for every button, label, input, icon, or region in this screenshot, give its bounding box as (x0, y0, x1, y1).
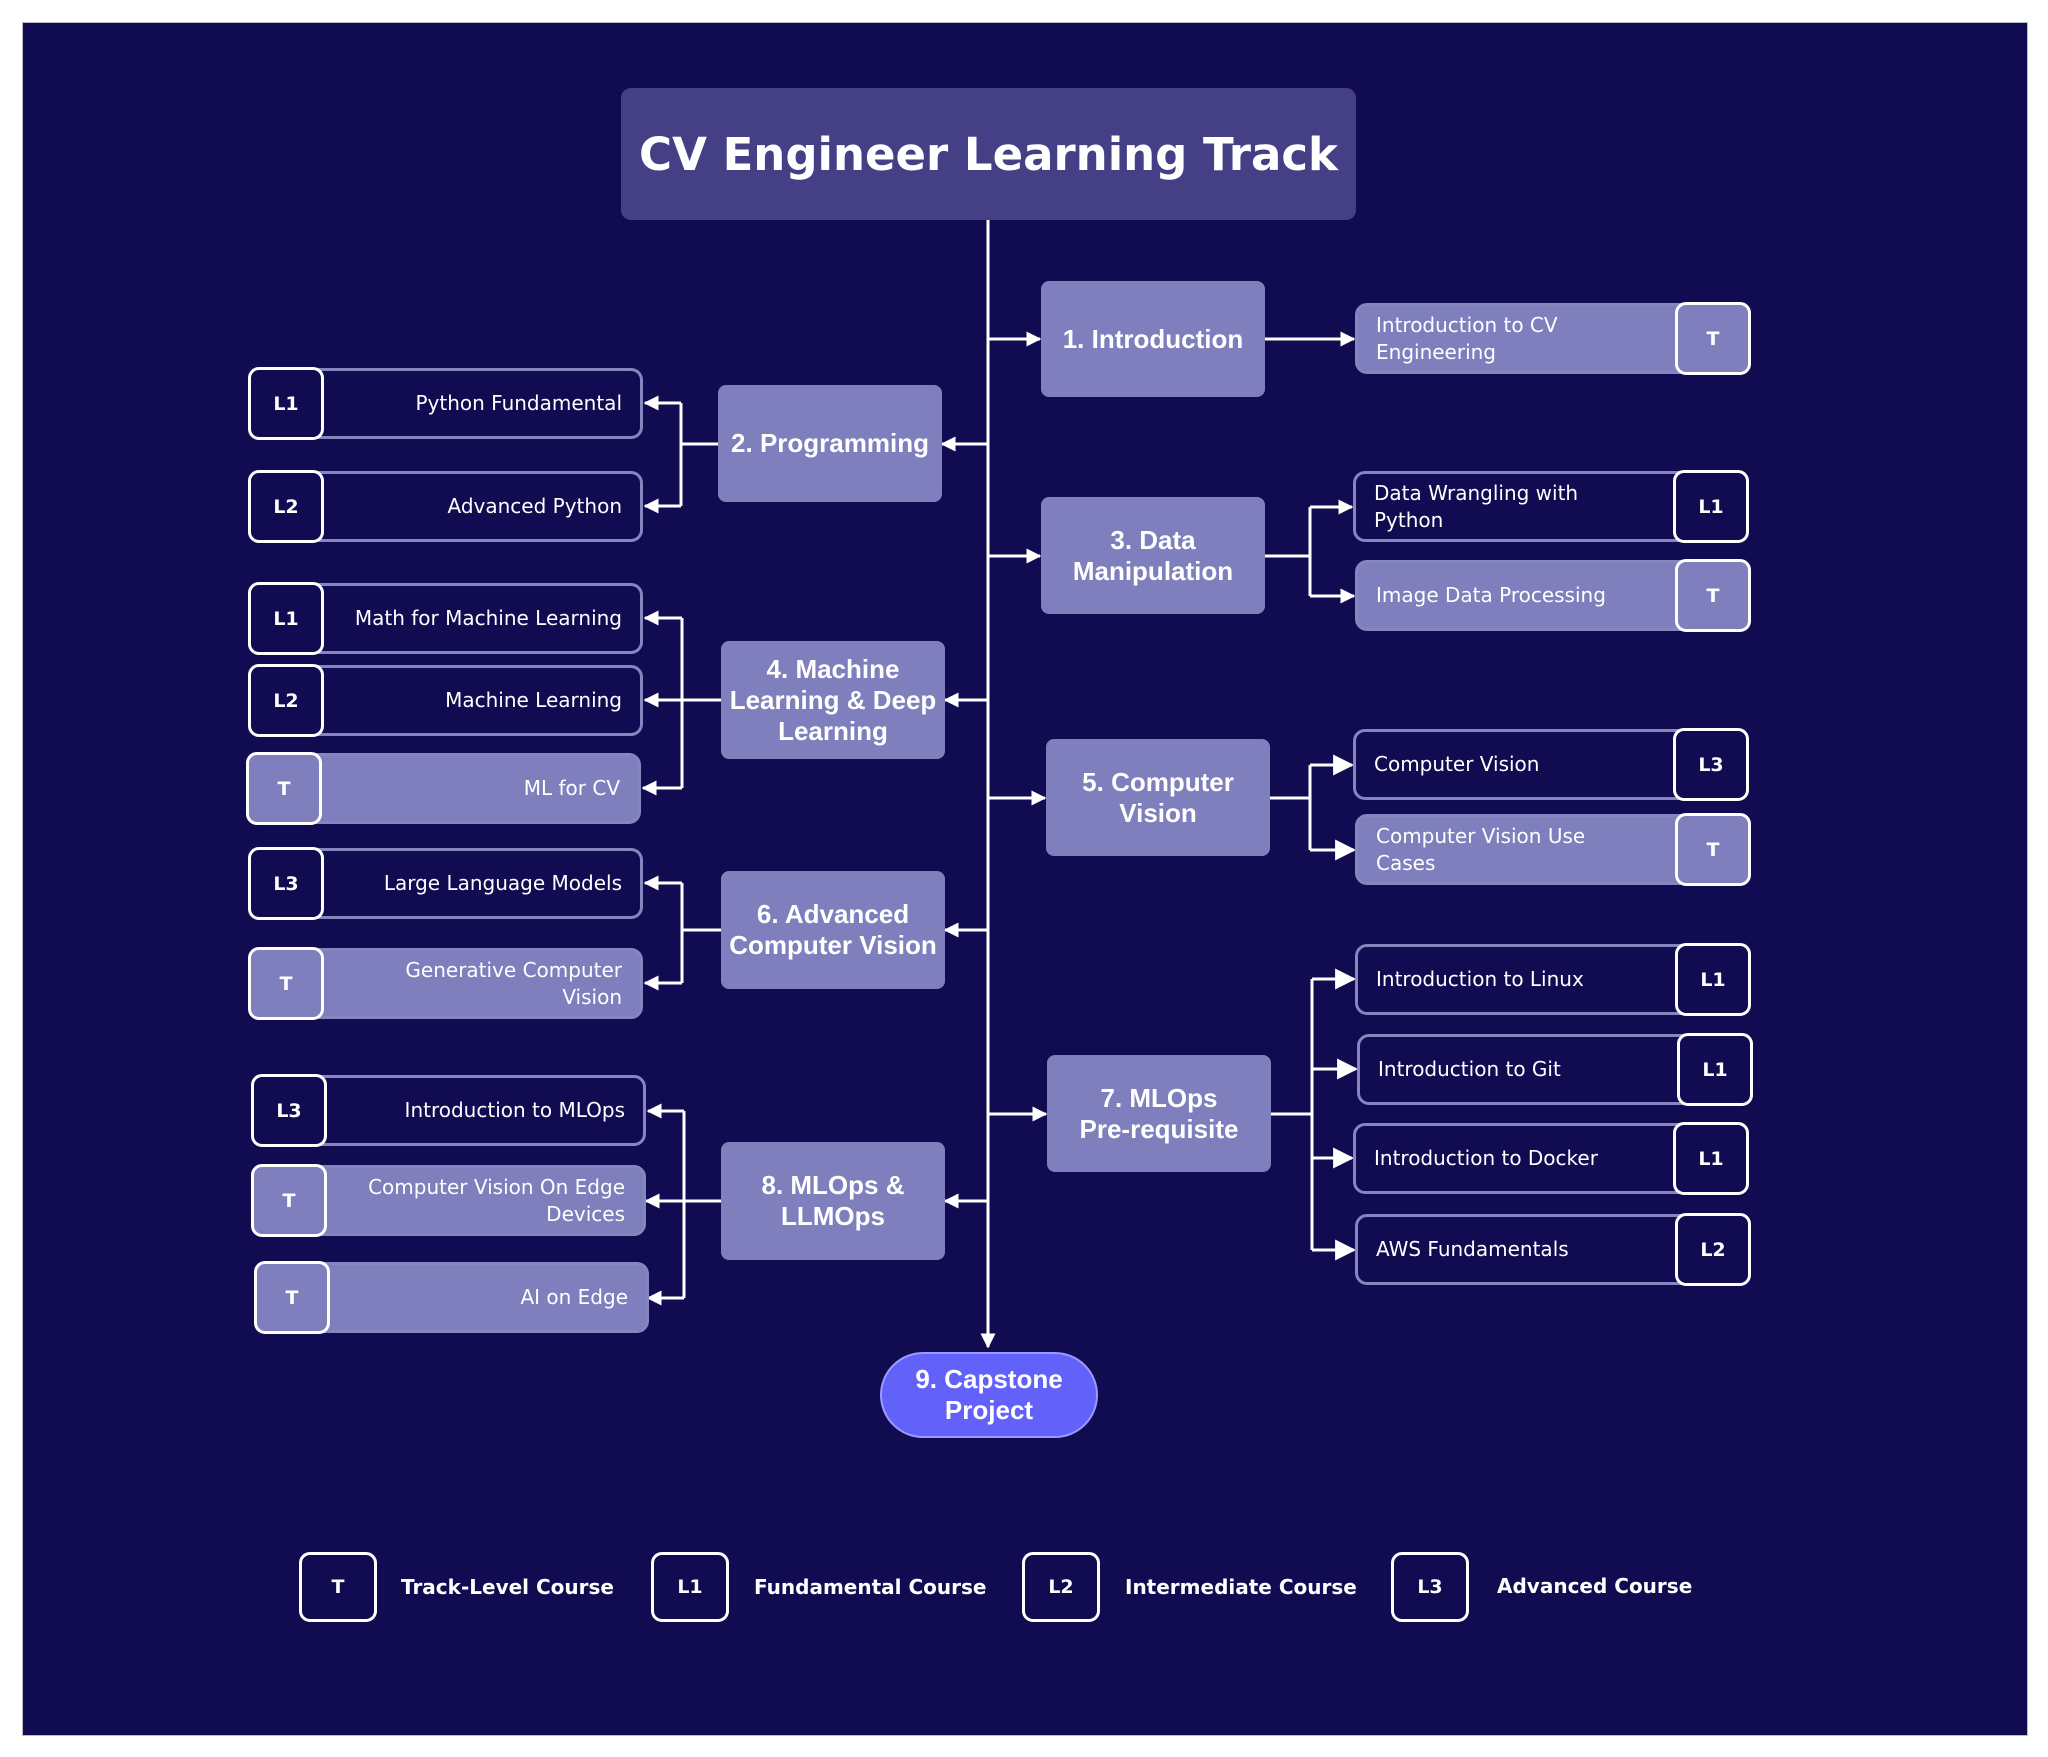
topic-machine-learning: 4. Machine Learning & Deep Learning (721, 641, 945, 759)
topic-introduction: 1. Introduction (1041, 281, 1265, 397)
course-name: Math for Machine Learning (354, 606, 622, 630)
course-name: Computer Vision Use Cases (1376, 823, 1586, 875)
legend-label: Intermediate Course (1125, 1575, 1357, 1599)
level-badge: T (254, 1261, 330, 1334)
course-item: Image Data Processing T (1355, 559, 1751, 632)
level-badge: T (1675, 559, 1751, 632)
legend-label: Advanced Course (1497, 1574, 1693, 1598)
legend-badge: T (299, 1552, 377, 1622)
course-name: AI on Edge (520, 1285, 628, 1309)
course-item: Large Language Models L3 (248, 847, 643, 920)
course-name: Introduction to MLOps (404, 1098, 625, 1122)
course-name: Machine Learning (445, 688, 622, 712)
course-item: Computer Vision On Edge Devices T (251, 1164, 646, 1237)
course-item: Math for Machine Learning L1 (248, 582, 643, 655)
course-item: ML for CV T (246, 752, 641, 825)
level-badge: L1 (1673, 470, 1749, 543)
course-name: Advanced Python (447, 494, 622, 518)
course-name: Introduction to Linux (1376, 967, 1584, 991)
legend-badge: L3 (1391, 1552, 1469, 1622)
level-badge: L1 (1675, 943, 1751, 1016)
course-item: Generative Computer Vision T (248, 947, 643, 1020)
course-item: Advanced Python L2 (248, 470, 643, 543)
course-name: Introduction to Docker (1374, 1146, 1598, 1170)
level-badge: L3 (248, 847, 324, 920)
level-badge: L2 (1675, 1213, 1751, 1286)
course-item: Introduction to MLOps L3 (251, 1074, 646, 1147)
level-badge: T (1675, 813, 1751, 886)
course-name: Introduction to CV Engineering (1376, 312, 1558, 364)
level-badge: L1 (248, 367, 324, 440)
level-badge: L1 (248, 582, 324, 655)
legend-badge: L2 (1022, 1552, 1100, 1622)
course-item: Introduction to CV Engineering T (1355, 302, 1751, 375)
course-name: Image Data Processing (1376, 583, 1606, 607)
level-badge: T (248, 947, 324, 1020)
course-name: Generative Computer Vision (405, 957, 622, 1009)
course-name: Data Wrangling with Python (1374, 480, 1579, 532)
diagram-title: CV Engineer Learning Track (621, 88, 1356, 220)
topic-mlops-prerequisite: 7. MLOps Pre-requisite (1047, 1055, 1271, 1172)
level-badge: L2 (248, 664, 324, 737)
course-name: Large Language Models (383, 871, 622, 895)
level-badge: L1 (1673, 1122, 1749, 1195)
capstone-project: 9. Capstone Project (880, 1352, 1098, 1438)
level-badge: T (246, 752, 322, 825)
course-name: Introduction to Git (1378, 1057, 1561, 1081)
course-name: Python Fundamental (415, 391, 622, 415)
level-badge: L2 (248, 470, 324, 543)
course-name: AWS Fundamentals (1376, 1237, 1569, 1261)
topic-mlops-llmops: 8. MLOps & LLMOps (721, 1142, 945, 1260)
topic-programming: 2. Programming (718, 385, 942, 502)
topic-data-manipulation: 3. Data Manipulation (1041, 497, 1265, 614)
course-name: ML for CV (523, 776, 620, 800)
course-name: Computer Vision (1374, 752, 1540, 776)
course-item: Python Fundamental L1 (248, 367, 643, 440)
course-item: Machine Learning L2 (248, 664, 643, 737)
legend-label: Fundamental Course (754, 1575, 987, 1599)
course-item: Computer Vision L3 (1353, 728, 1749, 801)
course-item: Introduction to Linux L1 (1355, 943, 1751, 1016)
course-item: Introduction to Git L1 (1357, 1033, 1753, 1106)
level-badge: L1 (1677, 1033, 1753, 1106)
course-item: Data Wrangling with Python L1 (1353, 470, 1749, 543)
level-badge: T (1675, 302, 1751, 375)
course-item: Introduction to Docker L1 (1353, 1122, 1749, 1195)
level-badge: L3 (251, 1074, 327, 1147)
legend-label: Track-Level Course (401, 1575, 614, 1599)
course-item: Computer Vision Use Cases T (1355, 813, 1751, 886)
topic-computer-vision: 5. Computer Vision (1046, 739, 1270, 856)
course-name: Computer Vision On Edge Devices (368, 1174, 625, 1226)
level-badge: L3 (1673, 728, 1749, 801)
course-item: AI on Edge T (254, 1261, 649, 1334)
legend-badge: L1 (651, 1552, 729, 1622)
course-item: AWS Fundamentals L2 (1355, 1213, 1751, 1286)
topic-advanced-computer-vision: 6. Advanced Computer Vision (721, 871, 945, 989)
level-badge: T (251, 1164, 327, 1237)
